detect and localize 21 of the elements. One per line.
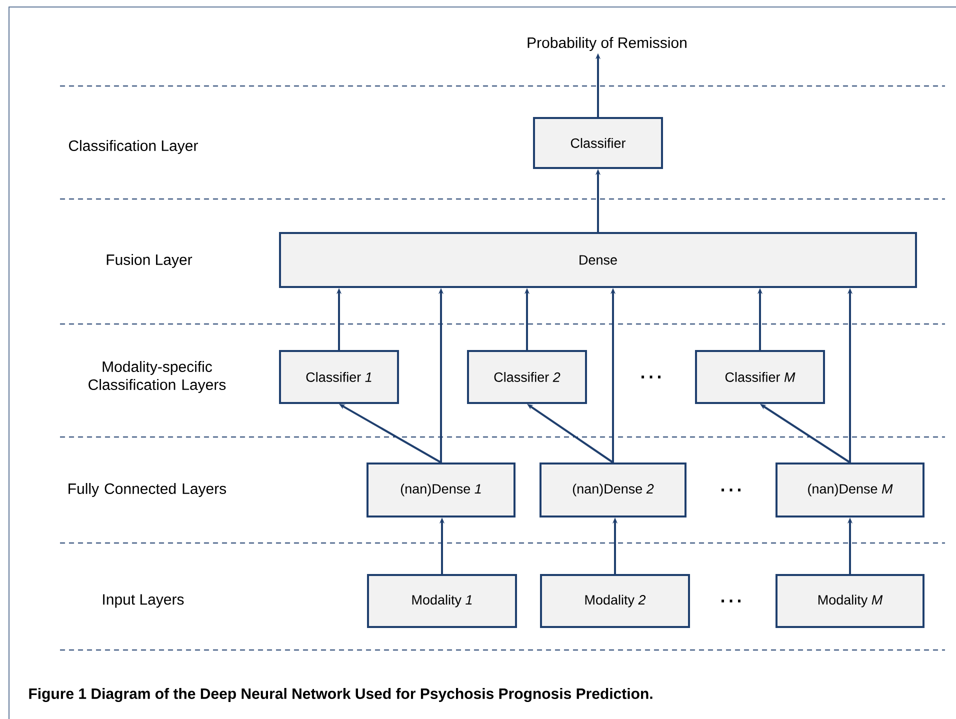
layer-box: Classifier (533, 117, 663, 169)
output-label: Probability of Remission (528, 37, 686, 51)
ellipsis: … (722, 488, 740, 492)
layer-label: Classification Layer (68, 140, 198, 154)
layer-label: Input Layers (103, 594, 184, 608)
layer-box: (nan)Dense 2 (540, 462, 686, 518)
layer-box: Dense (279, 232, 917, 288)
layer-box: (nan)Dense M (776, 462, 924, 518)
layer-box: Modality M (776, 574, 924, 628)
ellipsis: … (642, 376, 660, 378)
layer-box: Classifier 1 (279, 350, 399, 404)
ellipsis: … (722, 600, 740, 602)
layer-box: Modality 1 (367, 574, 517, 628)
layer-box: Classifier 2 (467, 350, 587, 404)
layer-box: (nan)Dense 1 (366, 462, 516, 518)
layer-box: Modality 2 (540, 574, 690, 628)
layer-label: Fusion Layer (106, 254, 192, 268)
figure-caption: Figure 1 Diagram of the Deep Neural Network Used for Psychosis Prognosis Prediction. (29, 688, 652, 702)
layer-box: Classifier M (695, 350, 825, 404)
layer-label: Fully Connected Layers (68, 483, 226, 497)
layer-label: Modality-specific Classification Layers (88, 361, 226, 393)
